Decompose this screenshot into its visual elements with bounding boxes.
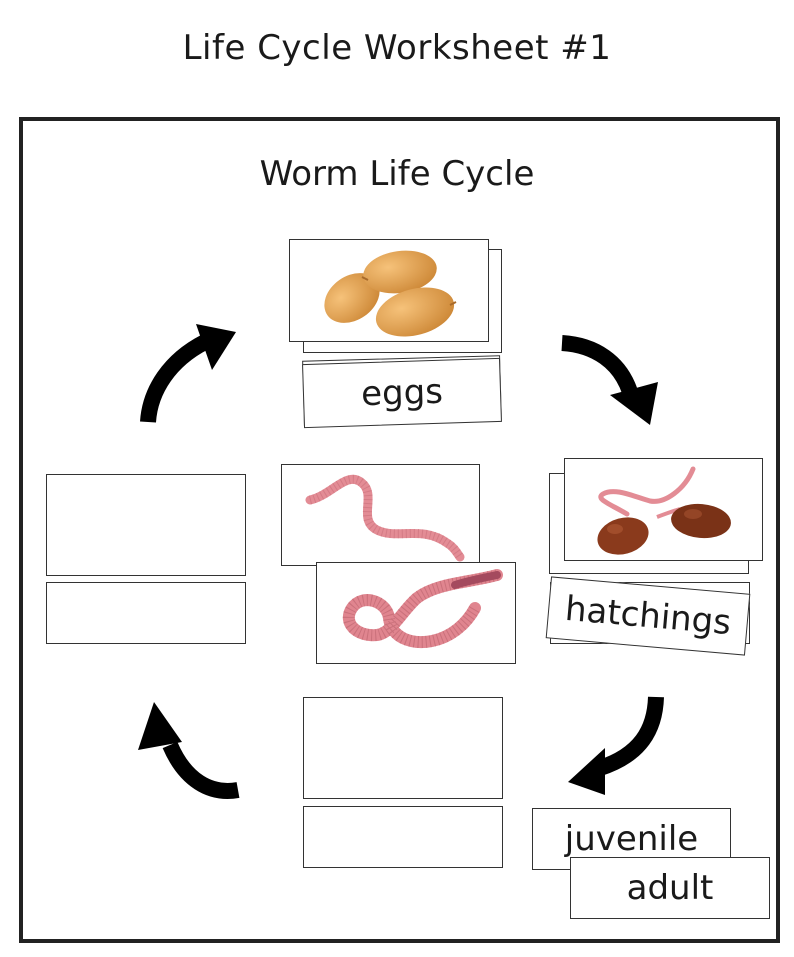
eggs-picture-card[interactable] [289,239,489,342]
empty-picture-slot[interactable] [46,474,246,576]
adult-picture-card[interactable] [316,562,516,664]
adult-worm-image [342,569,503,648]
empty-label-slot[interactable] [303,806,503,868]
adult-label: adult [626,868,714,908]
arrow-bottom-left [138,702,240,799]
empty-picture-slot[interactable] [303,697,503,799]
hatchings-image [597,466,731,555]
arrow-bottom-right [568,696,664,795]
eggs-image [324,250,457,337]
arrow-top-left [140,324,236,423]
juvenile-worm-image [305,474,465,562]
juvenile-label: juvenile [564,819,699,859]
worksheet-title: Life Cycle Worksheet #1 [182,28,612,68]
diagram-title: Worm Life Cycle [259,154,535,194]
arrow-top-right [561,335,658,425]
worksheet-frame [19,117,780,943]
juvenile-picture-card[interactable] [281,464,480,566]
adult-label-card[interactable]: adult [570,857,770,919]
hatchings-picture-card[interactable] [564,458,763,561]
empty-label-slot[interactable] [46,582,246,644]
